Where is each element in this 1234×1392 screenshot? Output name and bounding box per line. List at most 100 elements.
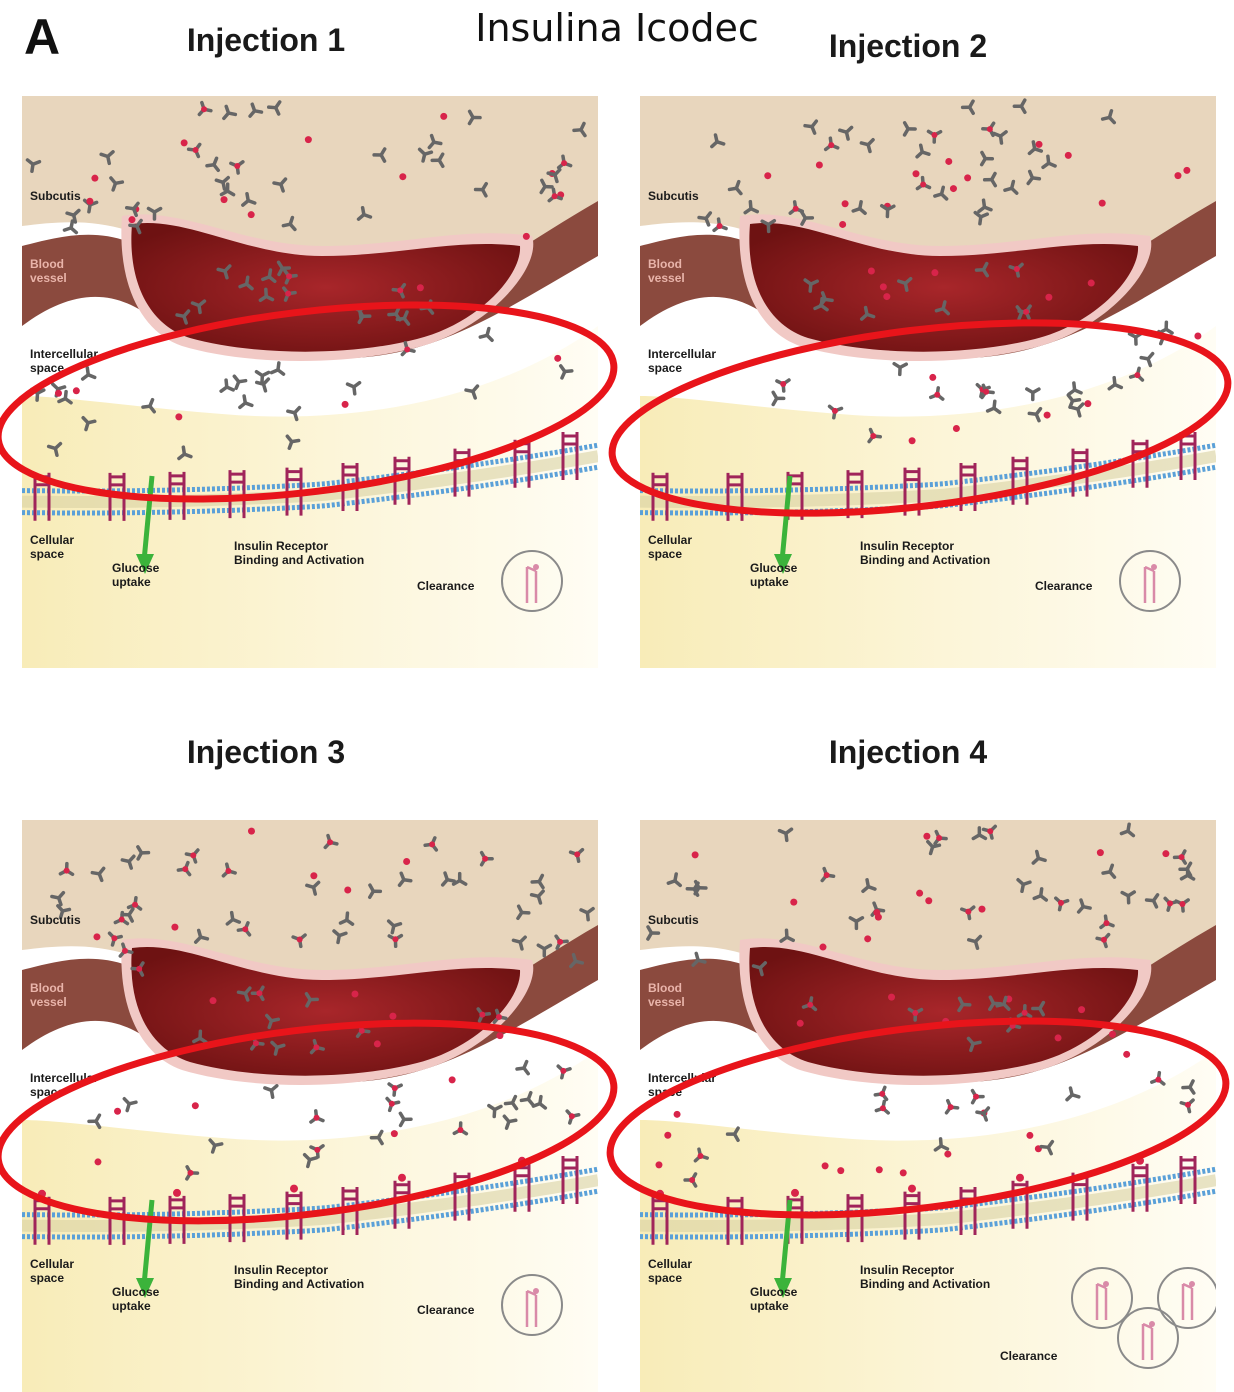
- albumin-dot: [342, 401, 349, 408]
- albumin-dot: [790, 899, 797, 906]
- albumin-dot: [248, 211, 255, 218]
- albumin-dot: [816, 162, 823, 169]
- diagram-label: Subcutis: [648, 189, 699, 203]
- injection-1-title: Injection 1: [66, 22, 466, 59]
- diagram-label: Binding and Activation: [860, 1277, 990, 1291]
- diagram-label: Glucose: [750, 1285, 798, 1299]
- albumin-dot: [417, 284, 424, 291]
- albumin-dot: [1026, 1132, 1033, 1139]
- albumin-dot: [403, 858, 410, 865]
- diagram-label: Glucose: [750, 561, 798, 575]
- albumin-dot: [1055, 1034, 1062, 1041]
- albumin-dot: [440, 113, 447, 120]
- diagram-label: vessel: [30, 271, 67, 285]
- albumin-dot: [1097, 849, 1104, 856]
- diagram-label: Insulin Receptor: [860, 1263, 954, 1277]
- albumin-dot: [449, 1076, 456, 1083]
- albumin-dot: [93, 933, 100, 940]
- albumin-dot: [305, 136, 312, 143]
- diagram-label: vessel: [30, 995, 67, 1009]
- albumin-dot: [171, 924, 178, 931]
- albumin-dot: [950, 185, 957, 192]
- albumin-dot: [1084, 400, 1091, 407]
- albumin-dot: [880, 283, 887, 290]
- albumin-dot: [1183, 167, 1190, 174]
- diagram-label: space: [648, 1271, 682, 1285]
- diagram-label: Binding and Activation: [234, 553, 364, 567]
- albumin-dot: [839, 221, 846, 228]
- albumin-dot: [944, 1151, 951, 1158]
- diagram-label: Clearance: [417, 1303, 475, 1317]
- albumin-dot: [523, 233, 530, 240]
- albumin-dot: [55, 390, 62, 397]
- diagram-label: space: [30, 547, 64, 561]
- albumin-dot: [664, 1132, 671, 1139]
- albumin-dot: [192, 1102, 199, 1109]
- albumin-dot: [888, 994, 895, 1001]
- diagram-label: Subcutis: [30, 913, 81, 927]
- diagram-label: Intercellular: [648, 1071, 716, 1085]
- albumin-dot: [1123, 1051, 1130, 1058]
- albumin-dot: [399, 173, 406, 180]
- diagram-label: Cellular: [648, 533, 692, 547]
- albumin-dot: [94, 1158, 101, 1165]
- albumin-dot: [931, 269, 938, 276]
- diagram-label: vessel: [648, 995, 685, 1009]
- diagram-label: Intercellular: [30, 1071, 98, 1085]
- diagram-label: Glucose: [112, 561, 160, 575]
- diagram-label: Cellular: [648, 1257, 692, 1271]
- albumin-dot: [181, 139, 188, 146]
- diagram-label: space: [648, 361, 682, 375]
- diagram-label: vessel: [648, 271, 685, 285]
- albumin-dot: [210, 997, 217, 1004]
- albumin-dot: [964, 174, 971, 181]
- diagram-label: Glucose: [112, 1285, 160, 1299]
- albumin-dot: [764, 172, 771, 179]
- injection-3-title: Injection 3: [66, 734, 466, 771]
- albumin-dot: [1162, 850, 1169, 857]
- diagram-label: uptake: [112, 575, 151, 589]
- albumin-dot: [900, 1169, 907, 1176]
- albumin-dot: [945, 158, 952, 165]
- albumin-dot: [1194, 332, 1201, 339]
- diagram-label: Cellular: [30, 533, 74, 547]
- diagram-label: uptake: [112, 1299, 151, 1313]
- diagram-label: Blood: [30, 981, 64, 995]
- injection-2-title: Injection 2: [708, 28, 1108, 65]
- injection-4-title: Injection 4: [708, 734, 1108, 771]
- albumin-dot: [819, 944, 826, 951]
- albumin-dot: [374, 1040, 381, 1047]
- albumin-dot: [923, 833, 930, 840]
- albumin-dot: [91, 175, 98, 182]
- diagram-label: Blood: [648, 981, 682, 995]
- albumin-dot: [248, 828, 255, 835]
- diagram-label: Insulin Receptor: [234, 1263, 328, 1277]
- albumin-dot: [86, 198, 93, 205]
- diagram-label: Insulin Receptor: [234, 539, 328, 553]
- albumin-dot: [864, 935, 871, 942]
- albumin-dot: [842, 200, 849, 207]
- albumin-dot: [73, 387, 80, 394]
- diagram-label: space: [648, 1085, 682, 1099]
- diagram-label: Subcutis: [30, 189, 81, 203]
- albumin-dot: [351, 991, 358, 998]
- albumin-dot: [175, 413, 182, 420]
- diagram-label: Clearance: [1000, 1349, 1058, 1363]
- albumin-dot: [868, 267, 875, 274]
- diagram-label: space: [30, 1271, 64, 1285]
- albumin-dot: [822, 1162, 829, 1169]
- albumin-dot: [837, 1167, 844, 1174]
- albumin-dot: [953, 425, 960, 432]
- albumin-dot: [797, 1020, 804, 1027]
- albumin-dot: [221, 196, 228, 203]
- diagram-label: uptake: [750, 1299, 789, 1313]
- albumin-dot: [1088, 280, 1095, 287]
- albumin-dot: [978, 906, 985, 913]
- albumin-dot: [1109, 1031, 1116, 1038]
- albumin-dot: [912, 170, 919, 177]
- albumin-dot: [1099, 200, 1106, 207]
- diagram-label: Subcutis: [648, 913, 699, 927]
- albumin-dot: [883, 293, 890, 300]
